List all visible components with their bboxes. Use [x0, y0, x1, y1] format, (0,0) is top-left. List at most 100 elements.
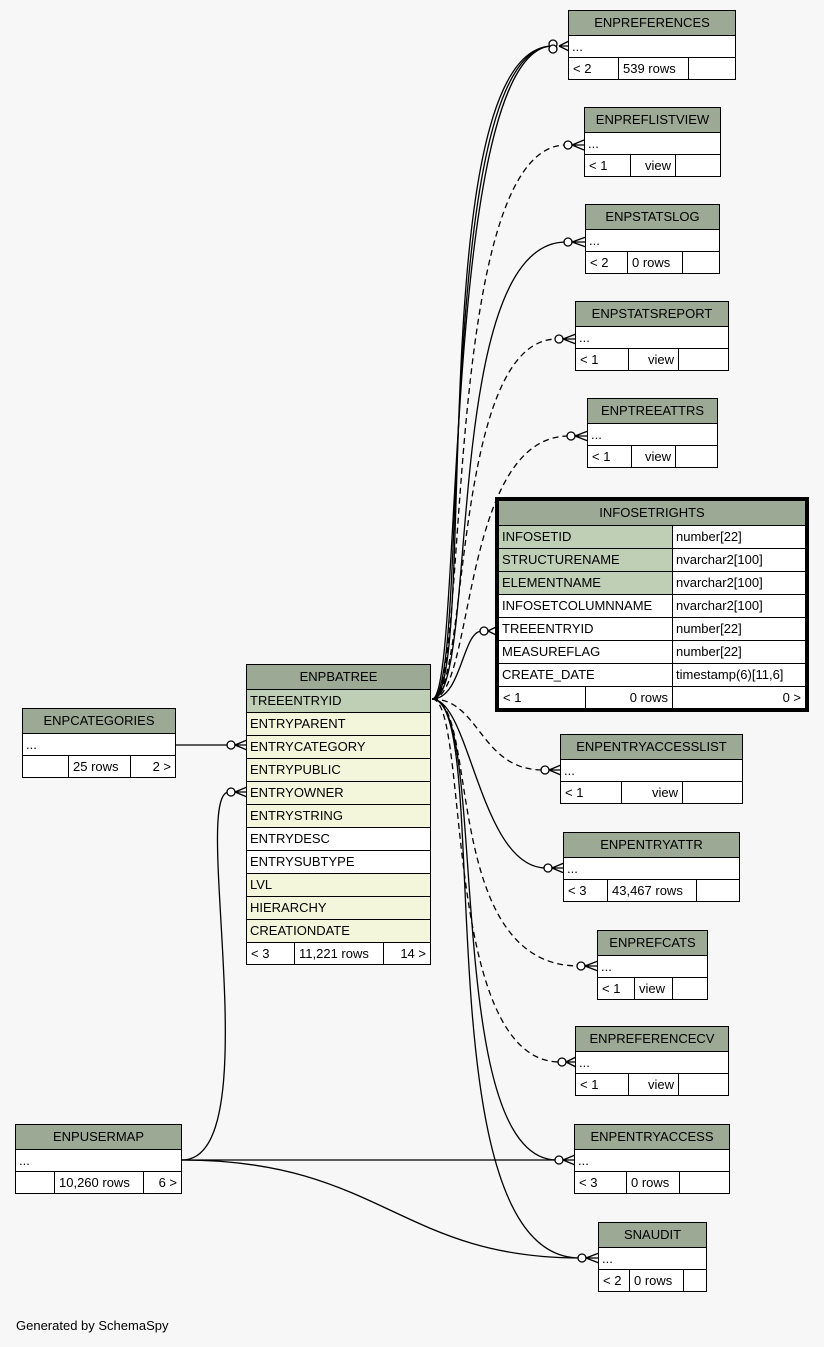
column-type: number[22]: [676, 621, 742, 636]
table-title: ENPTREEATTRS: [588, 399, 717, 424]
table-footer: 10,260 rows 6 >: [16, 1172, 181, 1193]
table-enpusermap[interactable]: ENPUSERMAP ... 10,260 rows 6 >: [15, 1124, 182, 1194]
child-count: [683, 252, 719, 273]
columns-ellipsis: ...: [23, 734, 175, 756]
columns-ellipsis: ...: [576, 327, 728, 349]
table-footer: < 3 11,221 rows 14 >: [247, 943, 430, 964]
row-count: 0 rows: [586, 687, 673, 708]
table-footer: < 3 0 rows: [575, 1172, 729, 1193]
row-count: view: [632, 446, 676, 467]
table-footer: < 1 view: [576, 1074, 728, 1095]
column-name: ELEMENTNAME: [499, 572, 673, 594]
table-footer: < 1 view: [585, 155, 720, 176]
table-title: ENPENTRYATTR: [564, 833, 739, 858]
table-title: ENPREFERENCECV: [576, 1027, 728, 1052]
columns-ellipsis: ...: [576, 1052, 728, 1074]
row-count: view: [629, 349, 679, 370]
column-type: timestamp(6)[11,6]: [676, 667, 784, 682]
child-count: 0 >: [782, 690, 801, 705]
table-footer: < 2 0 rows: [599, 1270, 706, 1291]
columns-ellipsis: ...: [561, 760, 742, 782]
table-title: ENPREFCATS: [598, 931, 707, 956]
table-enpentryaccesslist[interactable]: ENPENTRYACCESSLIST ... < 1 view: [560, 734, 743, 804]
row-count: 0 rows: [627, 1172, 680, 1193]
column-creationdate: CREATIONDATE: [247, 920, 430, 943]
table-enprefcats[interactable]: ENPREFCATS ... < 1 view: [597, 930, 708, 1000]
child-count: 2 >: [152, 759, 171, 774]
table-title: ENPCATEGORIES: [23, 709, 175, 734]
child-count: [684, 1270, 706, 1291]
row-count: view: [629, 1074, 679, 1095]
table-footer: < 1 view: [588, 446, 717, 467]
column-entrysubtype: ENTRYSUBTYPE: [247, 851, 430, 874]
table-enpreferencecv[interactable]: ENPREFERENCECV ... < 1 view: [575, 1026, 729, 1096]
table-enptreeattrs[interactable]: ENPTREEATTRS ... < 1 view: [587, 398, 718, 468]
table-title: INFOSETRIGHTS: [499, 501, 805, 526]
table-enpstatslog[interactable]: ENPSTATSLOG ... < 2 0 rows: [585, 204, 720, 274]
table-title: ENPSTATSREPORT: [576, 302, 728, 327]
table-title: SNAUDIT: [599, 1223, 706, 1248]
table-enpreflistview[interactable]: ENPREFLISTVIEW ... < 1 view: [584, 107, 721, 177]
row-count: view: [635, 978, 673, 999]
table-footer: < 1 view: [576, 349, 728, 370]
child-count: [697, 880, 739, 901]
row-count: 10,260 rows: [55, 1172, 144, 1193]
table-snaudit[interactable]: SNAUDIT ... < 2 0 rows: [598, 1222, 707, 1292]
column-type: nvarchar2[100]: [676, 575, 763, 590]
parent-count: < 1: [576, 349, 629, 370]
table-enpstatsreport[interactable]: ENPSTATSREPORT ... < 1 view: [575, 301, 729, 371]
row-count: 0 rows: [630, 1270, 684, 1291]
child-count: [673, 978, 707, 999]
columns-ellipsis: ...: [564, 858, 739, 880]
parent-count: [23, 756, 69, 777]
child-count: [676, 155, 720, 176]
table-footer: < 1 view: [598, 978, 707, 999]
columns-ellipsis: ...: [599, 1248, 706, 1270]
column-entryowner: ENTRYOWNER: [247, 782, 430, 805]
table-enpbatree[interactable]: ENPBATREE TREEENTRYID ENTRYPARENT ENTRYC…: [246, 664, 431, 965]
table-footer: < 1 0 rows 0 >: [499, 687, 805, 708]
columns-ellipsis: ...: [16, 1150, 181, 1172]
column-name: INFOSETID: [499, 526, 673, 548]
parent-count: < 1: [499, 687, 586, 708]
table-title: ENPUSERMAP: [16, 1125, 181, 1150]
column-treeentryid: TREEENTRYID: [247, 690, 430, 713]
generated-by-label: Generated by SchemaSpy: [16, 1318, 169, 1333]
table-footer: < 1 view: [561, 782, 742, 803]
columns-ellipsis: ...: [586, 230, 719, 252]
parent-count: < 2: [586, 252, 628, 273]
column-type: number[22]: [676, 644, 742, 659]
row-count: view: [631, 155, 676, 176]
row-count: 43,467 rows: [608, 880, 697, 901]
parent-count: < 1: [561, 782, 622, 803]
column-name: TREEENTRYID: [499, 618, 673, 640]
column-type: number[22]: [676, 529, 742, 544]
table-footer: 25 rows 2 >: [23, 756, 175, 777]
parent-count: < 1: [576, 1074, 629, 1095]
table-enpentryattr[interactable]: ENPENTRYATTR ... < 3 43,467 rows: [563, 832, 740, 902]
table-enpreferences[interactable]: ENPREFERENCES ... < 2 539 rows: [568, 10, 736, 80]
table-enpcategories[interactable]: ENPCATEGORIES ... 25 rows 2 >: [22, 708, 176, 778]
table-title: ENPREFERENCES: [569, 11, 735, 36]
child-count: [689, 58, 735, 79]
table-title: ENPENTRYACCESSLIST: [561, 735, 742, 760]
row-count: view: [622, 782, 683, 803]
table-enpentryaccess[interactable]: ENPENTRYACCESS ... < 3 0 rows: [574, 1124, 730, 1194]
table-footer: < 2 0 rows: [586, 252, 719, 273]
column-name: CREATE_DATE: [499, 664, 673, 686]
parent-count: < 2: [569, 58, 619, 79]
table-title: ENPREFLISTVIEW: [585, 108, 720, 133]
child-count: [676, 446, 717, 467]
column-type: nvarchar2[100]: [676, 598, 763, 613]
columns-ellipsis: ...: [569, 36, 735, 58]
row-count: 11,221 rows: [295, 943, 384, 964]
column-hierarchy: HIERARCHY: [247, 897, 430, 920]
parent-count: < 1: [598, 978, 635, 999]
parent-count: < 2: [599, 1270, 630, 1291]
